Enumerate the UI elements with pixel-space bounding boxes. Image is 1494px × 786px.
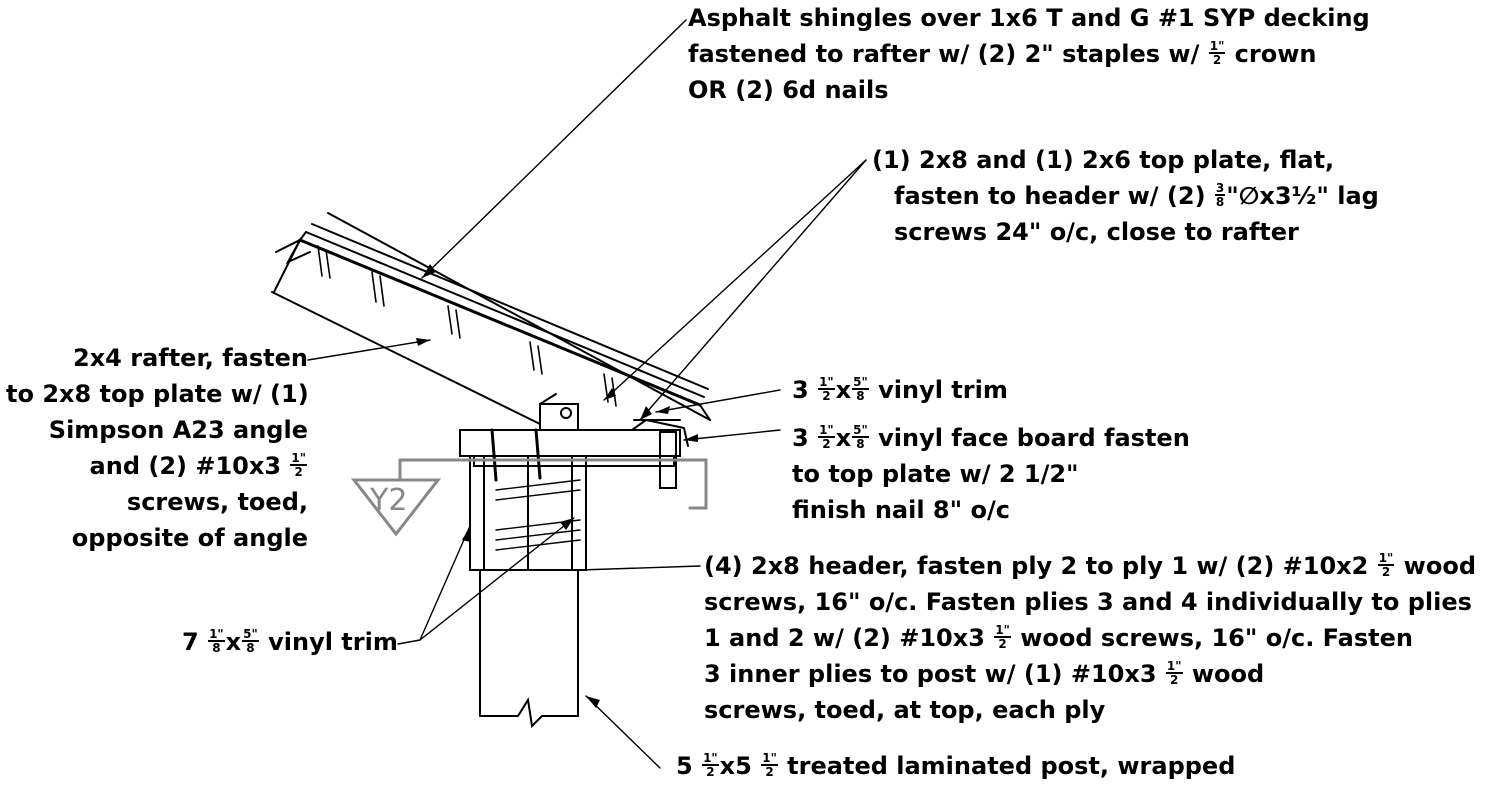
note-line: to 2x8 top plate w/ (1)	[6, 380, 309, 408]
fraction: 1"8	[208, 627, 225, 655]
note-line: (1) 2x8 and (1) 2x6 top plate, flat,	[872, 146, 1335, 174]
note-line: screws, toed,	[126, 488, 308, 516]
section-marker-label: Y2	[369, 483, 407, 518]
fraction: 1"2	[290, 451, 307, 479]
note-line: OR (2) 6d nails	[688, 76, 889, 104]
leader-lines	[307, 19, 867, 769]
fraction: 1"2	[702, 751, 719, 779]
note-line: fasten to header w/ (2)	[894, 182, 1214, 210]
rafter	[271, 239, 541, 425]
note-line: screws, 16" o/c. Fasten plies 3 and 4 in…	[704, 588, 1472, 616]
fraction: 1"2	[1208, 39, 1226, 67]
note-line: fastened to rafter w/ (2) 2" staples w/	[688, 40, 1208, 68]
note-line: Simpson A23 angle	[48, 416, 308, 444]
simpson-angle	[539, 393, 579, 431]
note-line: 2x4 rafter, fasten	[73, 344, 308, 372]
fraction: 1"2	[994, 623, 1011, 651]
note-line: screws, toed, at top, each ply	[704, 696, 1106, 724]
note-line: crown	[1226, 40, 1317, 68]
fraction: 1"2	[761, 751, 778, 779]
fraction: 1"2	[1377, 551, 1395, 579]
note-shingles: Asphalt shingles over 1x6 T and G #1 SYP…	[688, 0, 1370, 108]
header	[469, 428, 587, 571]
note-line: opposite of angle	[71, 524, 308, 552]
fraction: 1"2	[1165, 659, 1183, 687]
note-line: Asphalt shingles over 1x6 T and G #1 SYP…	[688, 4, 1370, 32]
fraction: 5"8	[852, 375, 869, 403]
section-marker: Y2	[350, 478, 442, 537]
vinyl-wrap	[398, 458, 708, 510]
roof-decking	[298, 212, 711, 421]
note-line: and (2) #10x3	[89, 452, 290, 480]
fraction: 5"8	[852, 423, 869, 451]
arrowheads	[416, 264, 698, 708]
fraction: 5"8	[242, 627, 259, 655]
note-header: (4) 2x8 header, fasten ply 2 to ply 1 w/…	[704, 548, 1476, 728]
note-line: screws 24" o/c, close to rafter	[894, 218, 1299, 246]
post	[479, 569, 579, 729]
note-top-plate: (1) 2x8 and (1) 2x6 top plate, flat, fas…	[872, 142, 1379, 250]
note-line: finish nail 8" o/c	[792, 496, 1010, 524]
fastener-marks	[317, 245, 617, 407]
note-line: to top plate w/ 2 1/2"	[792, 460, 1079, 488]
note-line: "∅x3½" lag	[1226, 182, 1379, 210]
note-rafter: 2x4 rafter, fasten to 2x8 top plate w/ (…	[6, 340, 309, 556]
fraction: 1"2	[818, 423, 835, 451]
fraction: 1"2	[818, 375, 835, 403]
